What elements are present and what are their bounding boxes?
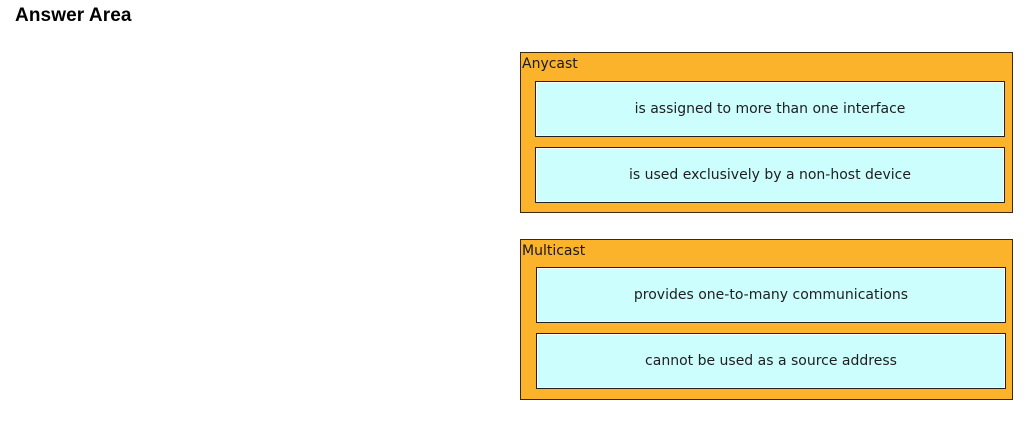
answer-area-title: Answer Area	[15, 5, 132, 26]
drop-zone-multicast[interactable]: Multicast provides one-to-many communica…	[520, 239, 1013, 400]
group-label-anycast: Anycast	[522, 56, 578, 72]
answer-item[interactable]: provides one-to-many communications	[536, 267, 1006, 323]
answer-item[interactable]: is used exclusively by a non-host device	[535, 147, 1005, 203]
group-label-multicast: Multicast	[522, 243, 586, 259]
answer-item[interactable]: is assigned to more than one interface	[535, 81, 1005, 137]
answer-item[interactable]: cannot be used as a source address	[536, 333, 1006, 389]
drop-zone-anycast[interactable]: Anycast is assigned to more than one int…	[520, 52, 1013, 213]
